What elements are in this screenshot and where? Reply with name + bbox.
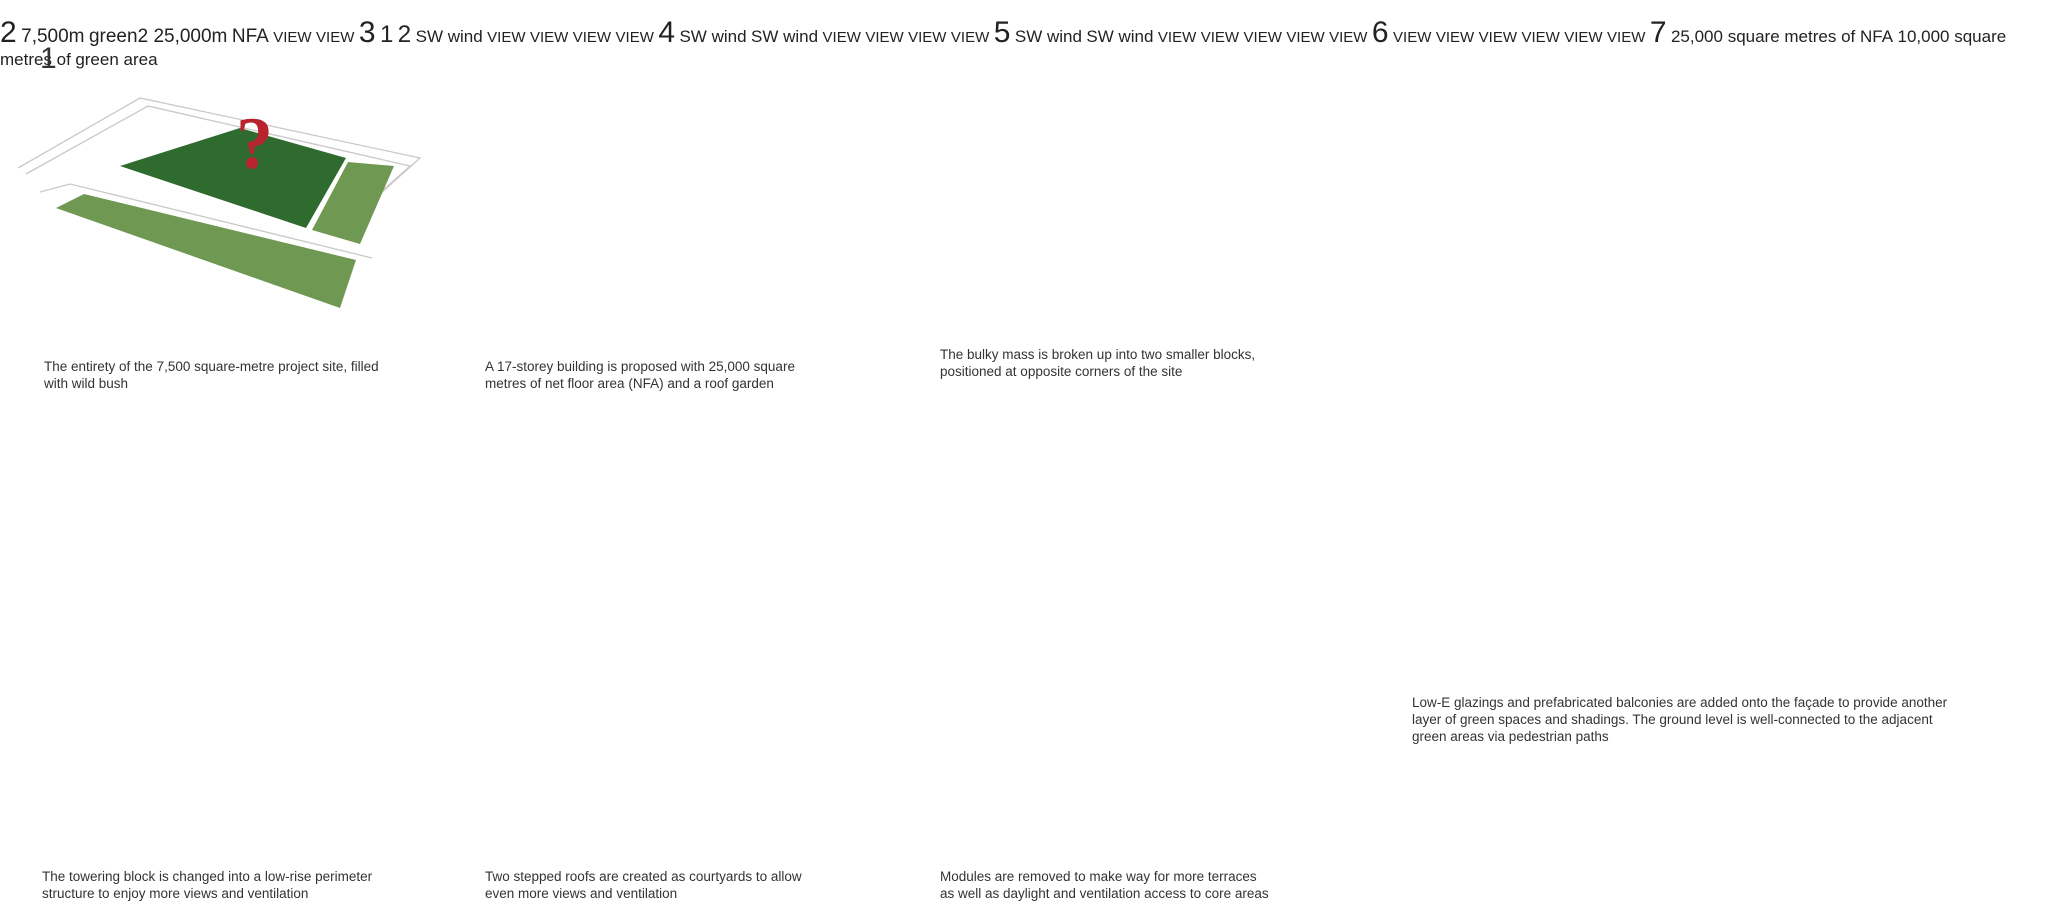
view-label: VIEW: [1478, 29, 1517, 46]
panel-3: 3 1 2 SW wind VIEW VIEW VIEW: [359, 16, 658, 49]
sw-wind-label: SW wind: [751, 27, 819, 46]
view-label: VIEW: [316, 29, 355, 46]
panel-6-caption: Modules are removed to make way for more…: [940, 869, 1269, 901]
panel-5-caption: Two stepped roofs are created as courtya…: [485, 869, 802, 901]
panel-number: 7: [1649, 16, 1667, 49]
view-label: VIEW: [1564, 29, 1603, 46]
view-label: VIEW: [865, 29, 904, 46]
side-park: [312, 162, 394, 244]
view-label: VIEW: [529, 29, 569, 46]
panel-2-caption: A 17-storey building is proposed with 25…: [485, 359, 795, 391]
view-label: VIEW: [1521, 29, 1560, 46]
green-area-label-2: green area: [75, 50, 158, 69]
view-label: VIEW: [1329, 29, 1368, 46]
view-label: VIEW: [1607, 29, 1646, 46]
question-mark: ?: [236, 103, 273, 185]
panel-4-caption: The towering block is changed into a low…: [42, 869, 373, 901]
view-label: VIEW: [615, 29, 654, 46]
green-area-label-2: green2: [88, 26, 149, 47]
panel-7-caption: Low-E glazings and prefabricated balconi…: [1412, 695, 1948, 744]
nfa-label: 25,000 square metres of NFA: [1670, 27, 1894, 46]
panel-number: 2: [0, 16, 17, 49]
panel-number: 4: [658, 16, 676, 49]
panel-4: 4 SW wind SW wind VIEW VIE: [658, 16, 993, 49]
view-label: VIEW: [950, 29, 990, 46]
sw-wind-label: SW wind: [415, 27, 483, 46]
panel-number: 1: [40, 42, 57, 75]
panel-7: 7 25,000 square metres of NFA 10,000 squ…: [0, 16, 2007, 69]
panel-3-caption: The bulky mass is broken up into two sma…: [940, 347, 1256, 379]
panel-number: 3: [358, 16, 376, 49]
sw-wind-label: SW wind: [1014, 27, 1082, 46]
site-plan: [17, 97, 422, 308]
green-area-label: 10,000 square metres of: [0, 27, 2007, 69]
sw-wind-label: SW wind: [679, 27, 747, 46]
green-area-label: 7,500m: [21, 26, 85, 47]
view-label: VIEW: [1200, 29, 1240, 46]
view-label: VIEW: [1157, 29, 1197, 46]
view-label: VIEW: [572, 29, 612, 46]
view-label: VIEW: [487, 29, 526, 46]
sw-wind-label: SW wind: [1086, 27, 1154, 46]
view-label: VIEW: [822, 29, 861, 46]
panel-number: 5: [993, 16, 1011, 49]
panel-number: 6: [1371, 16, 1389, 49]
view-label: VIEW: [1243, 29, 1282, 46]
view-label: VIEW: [1393, 29, 1432, 46]
panel-6: 6 VIEW VIEW VIEW: [1372, 16, 1650, 49]
panel-1: 1 ?: [17, 42, 422, 308]
block-2-label: 2: [397, 21, 412, 48]
nfa-value-label: 25,000m: [153, 26, 228, 47]
view-label: VIEW: [273, 29, 312, 46]
nfa-label: NFA: [231, 26, 269, 47]
front-park: [56, 194, 356, 308]
view-label: VIEW: [908, 29, 947, 46]
massing-diagram: 1 ?: [17, 42, 422, 308]
panel-2: 2 7,500m green2 25,000m NFA VIEW VIEW: [0, 16, 359, 49]
view-label: VIEW: [1286, 29, 1325, 46]
block-1-label: 1: [379, 21, 394, 48]
panel-5: 5 SW wind SW wind: [994, 16, 1372, 49]
project-site: [120, 128, 346, 228]
panel-1-caption: The entirety of the 7,500 square-metre p…: [44, 359, 379, 391]
view-label: VIEW: [1435, 29, 1475, 46]
